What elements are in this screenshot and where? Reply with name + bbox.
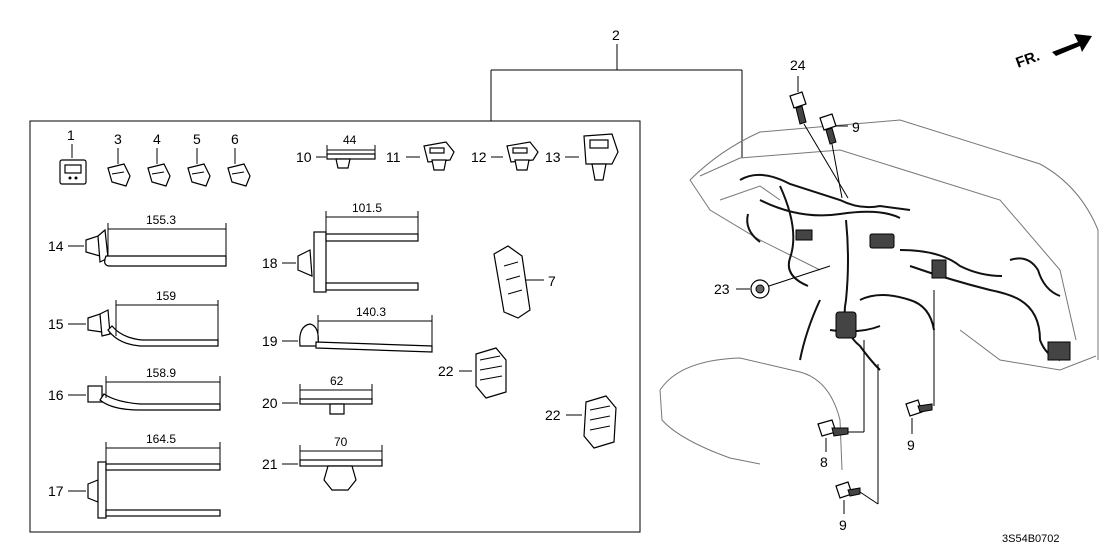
part-4-clip [147, 163, 171, 187]
callout-1: 1 [67, 127, 75, 143]
callout-12: 12 [471, 149, 487, 165]
part-14-band-tie [85, 228, 227, 267]
dimension-16: 158.9 [146, 366, 176, 380]
callout-3: 3 [114, 131, 122, 147]
part-20-band-tie [299, 398, 373, 415]
callout-16: 16 [48, 387, 64, 403]
dimension-21: 70 [334, 435, 348, 449]
part-8-bolt [817, 419, 849, 437]
part-17-band-tie [87, 461, 221, 519]
parts-kit-frame [29, 120, 641, 533]
callout-2-leader [490, 44, 743, 158]
callout-14: 14 [48, 238, 64, 254]
part-7-bracket [493, 245, 531, 319]
part-19-band-tie [299, 323, 433, 353]
dimension-19: 140.3 [356, 305, 386, 319]
callout-20: 20 [262, 395, 278, 411]
callout-19: 19 [262, 333, 278, 349]
dimension-line-19 [317, 315, 433, 346]
front-direction-indicator: FR. [1014, 34, 1092, 72]
callout-5: 5 [193, 131, 201, 147]
part-9-bolt-top [819, 113, 837, 145]
part-22-relay-box-inside [475, 347, 507, 399]
part-15-band-tie [87, 309, 219, 347]
callout-7: 7 [548, 273, 556, 289]
part-6-clip [227, 163, 251, 187]
part-18-band-tie [297, 231, 419, 293]
wire-harness [739, 173, 1071, 371]
callout-15: 15 [48, 316, 64, 332]
part-10-clip [326, 145, 376, 169]
part-22-relay-box-outside [583, 395, 617, 449]
front-arrow-icon [1052, 34, 1092, 56]
part-1-connector-holder [59, 159, 87, 185]
callout-9-top: 9 [852, 119, 860, 135]
part-3-clip [107, 163, 131, 187]
dimension-line-21 [299, 445, 383, 460]
dimension-14: 155.3 [146, 213, 176, 227]
callout-8: 8 [820, 454, 828, 470]
part-12-clip [506, 141, 539, 171]
callout-22-inside: 22 [438, 363, 454, 379]
part-9-bolt-bottom [835, 481, 861, 499]
callout-24: 24 [790, 57, 806, 73]
dimension-line-17 [105, 442, 221, 464]
callout-2: 2 [612, 27, 620, 43]
part-11-clip [423, 141, 455, 171]
callout-18: 18 [262, 255, 278, 271]
dimension-line-16 [105, 376, 221, 404]
callout-17: 17 [48, 483, 64, 499]
callout-21: 21 [262, 456, 278, 472]
diagram-code: 3S54B0702 [1002, 533, 1060, 545]
callout-11: 11 [386, 149, 401, 165]
part-16-band-tie [87, 385, 221, 411]
callout-6: 6 [231, 131, 239, 147]
part-23-grommet [750, 279, 770, 299]
part-24-bolt [789, 91, 807, 125]
dimension-line-15 [115, 300, 219, 340]
direction-label: FR. [1014, 48, 1043, 72]
callout-22-outside: 22 [545, 407, 561, 423]
dimension-20: 62 [330, 374, 344, 388]
callout-9-right: 9 [907, 437, 915, 453]
callout-10: 10 [296, 149, 312, 165]
dimension-line-18 [325, 211, 419, 234]
callout-4: 4 [153, 131, 161, 147]
dimension-18: 101.5 [352, 201, 382, 215]
callout-13: 13 [545, 149, 561, 165]
callout-23: 23 [714, 281, 730, 297]
part-5-clip [187, 163, 211, 187]
part-13-clip [583, 133, 619, 181]
part-21-band-tie [299, 459, 383, 491]
dimension-15: 159 [156, 289, 176, 303]
part-9-bolt-right [905, 399, 933, 417]
dimension-line-14 [107, 223, 227, 256]
dimension-17: 164.5 [146, 432, 176, 446]
dimension-10: 44 [343, 133, 357, 147]
dimension-line-20 [299, 384, 373, 399]
callout-9-bottom: 9 [839, 517, 847, 533]
